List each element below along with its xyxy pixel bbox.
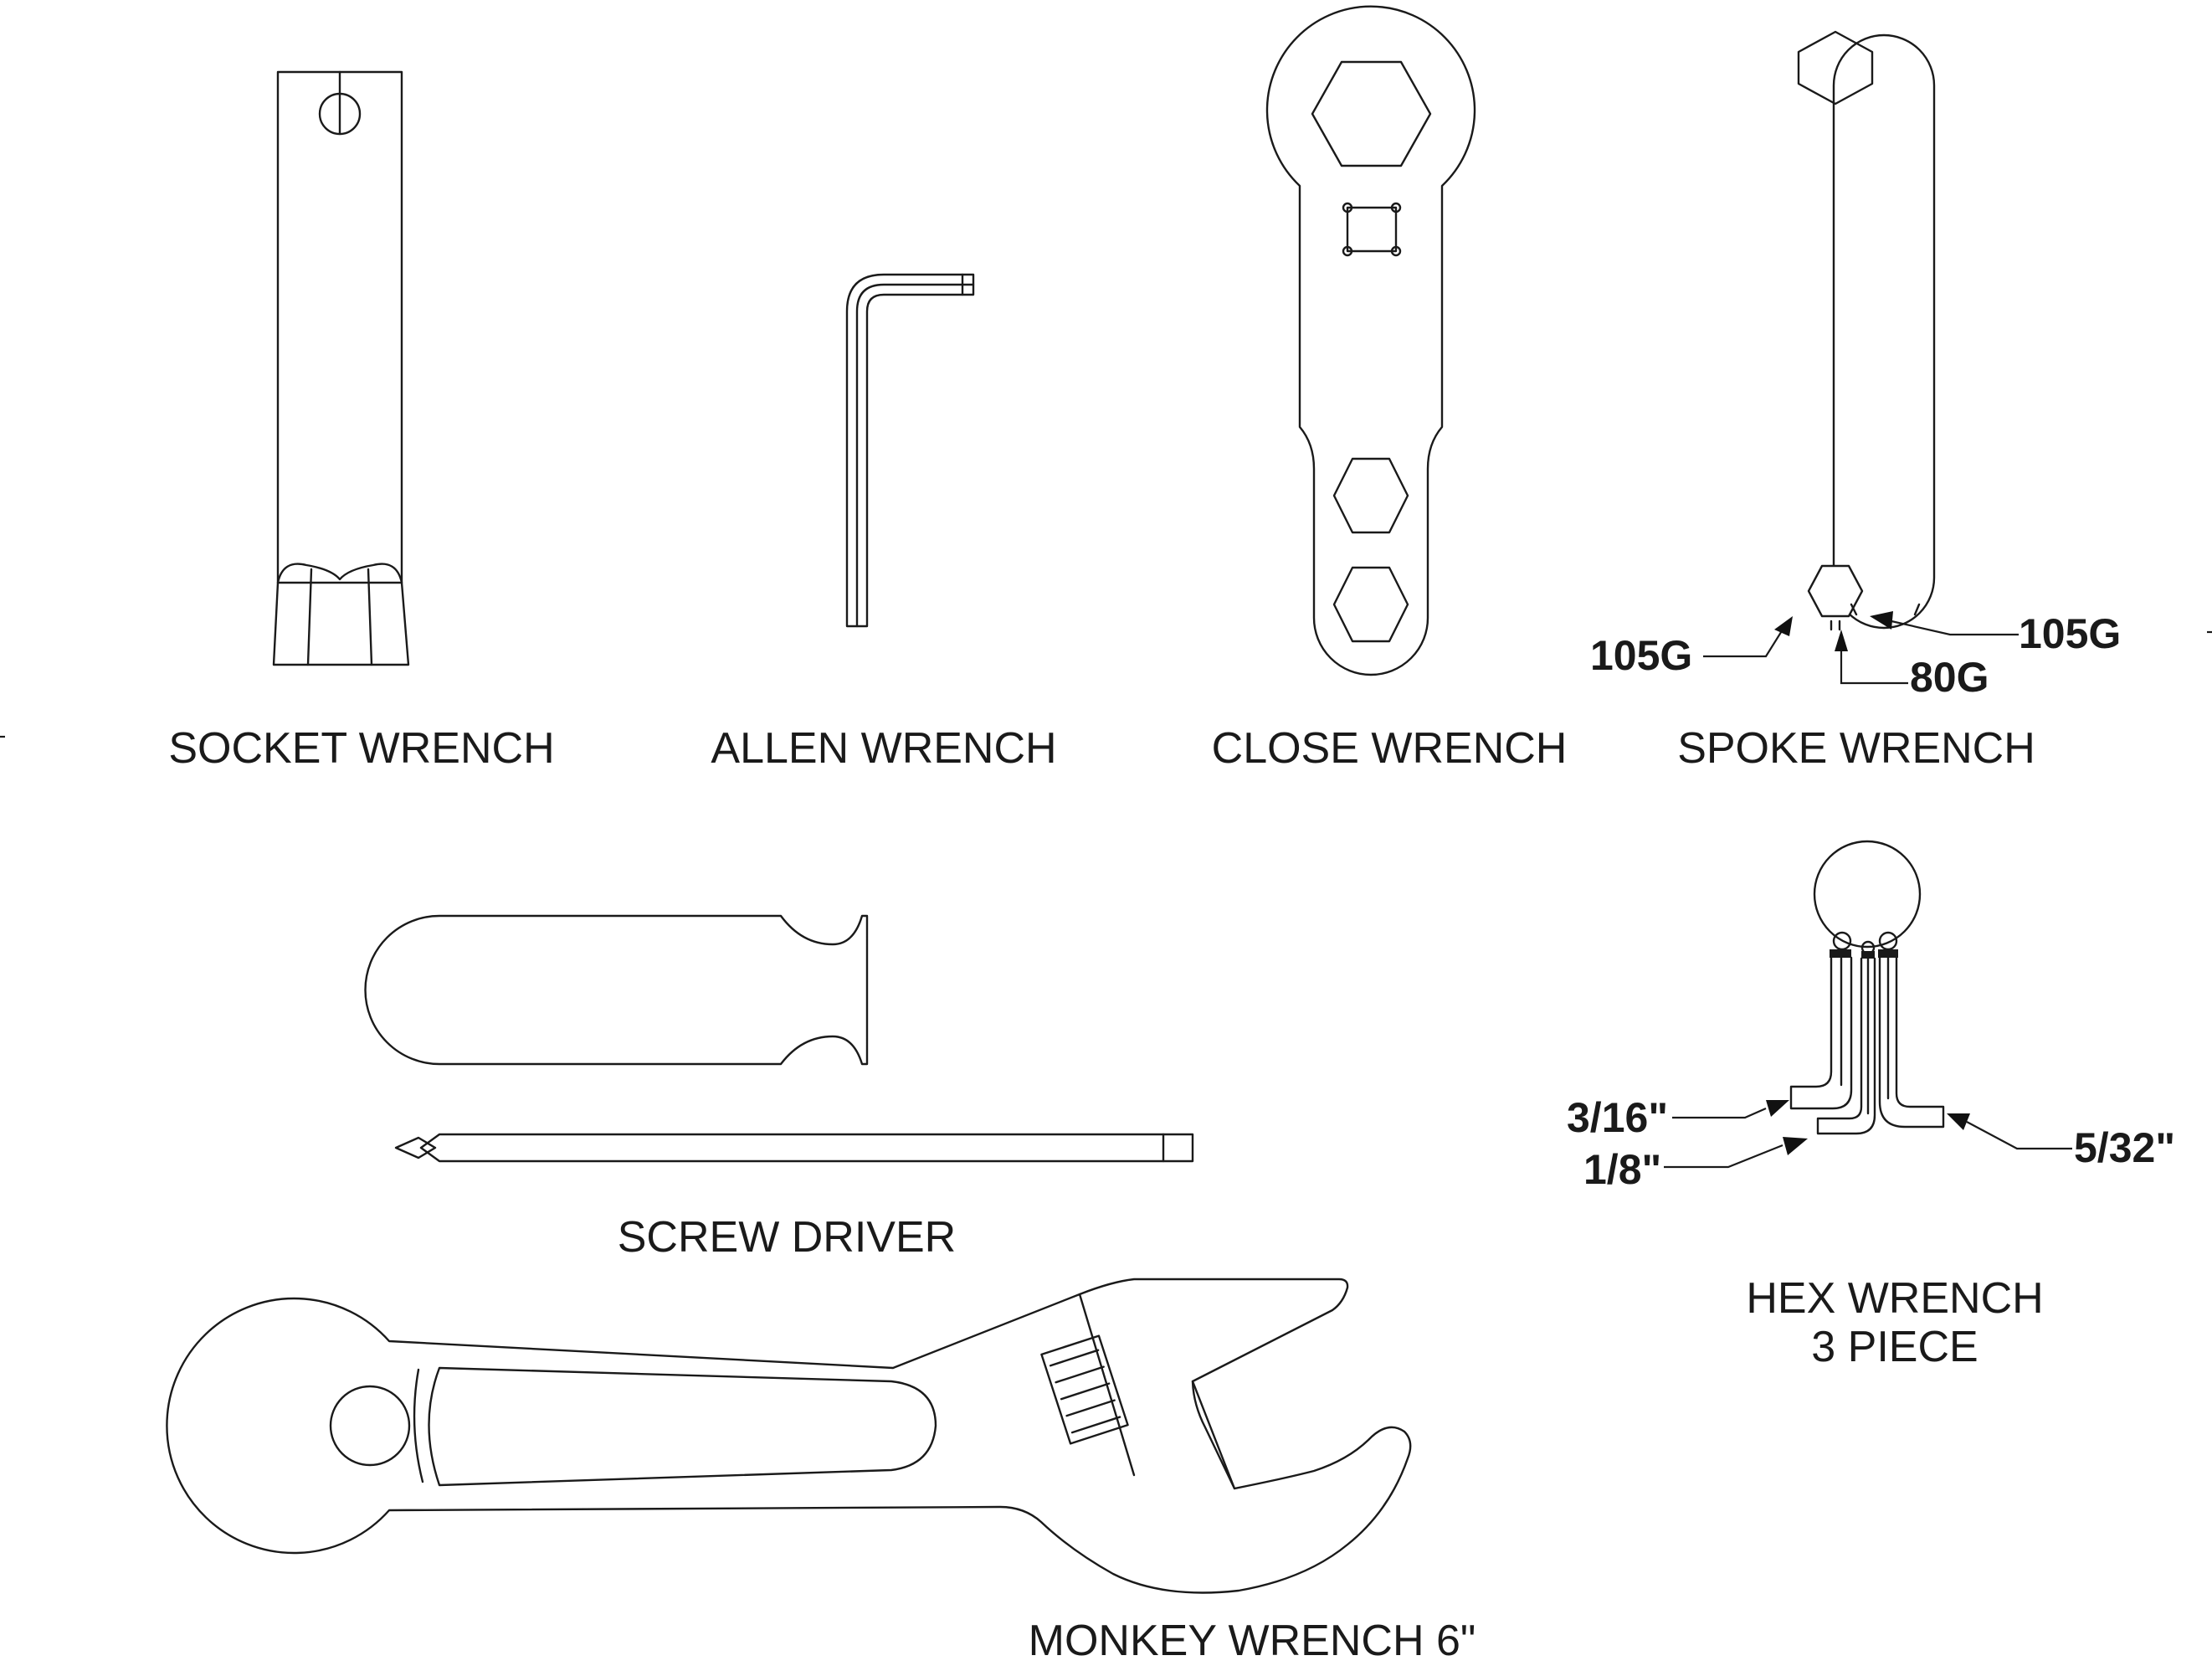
spoke-wrench-label: SPOKE WRENCH (1677, 724, 2035, 773)
close-wrench-label: CLOSE WRENCH (1211, 724, 1568, 773)
socket-wrench-drawing (272, 70, 410, 666)
hex-size-small: 1/8" (1583, 1146, 1662, 1193)
monkey-wrench-drawing (166, 1278, 1412, 1594)
hex-size-medium: 5/32" (2074, 1124, 2176, 1171)
allen-wrench-drawing (845, 273, 975, 628)
screw-driver-drawing (364, 914, 1194, 1163)
monkey-wrench-label: MONKEY WRENCH 6" (1028, 1617, 1476, 1665)
hex-size-large: 3/16" (1567, 1094, 1669, 1141)
close-wrench-drawing (1265, 5, 1476, 676)
spoke-size-right: 105G (2019, 610, 2122, 657)
hex-size-leaders (1664, 1100, 2072, 1169)
spoke-size-left: 105G (1590, 632, 1693, 679)
hex-wrench-label-line2: 3 PIECE (1811, 1323, 1978, 1371)
worm-gear (1040, 1334, 1129, 1445)
spoke-size-bottom: 80G (1910, 654, 1989, 701)
socket-wrench-label: SOCKET WRENCH (168, 724, 555, 773)
screw-driver-label: SCREW DRIVER (617, 1213, 957, 1262)
hex-wrench-label-line1: HEX WRENCH (1746, 1274, 2044, 1323)
hex-wrench-drawing (1789, 840, 1945, 1135)
hex-wrench-label: HEX WRENCH 3 PIECE (1711, 1274, 2079, 1371)
spoke-size-leaders (1703, 611, 2019, 685)
allen-wrench-label: ALLEN WRENCH (711, 724, 1057, 773)
spoke-wrench-drawing (1797, 30, 1936, 631)
